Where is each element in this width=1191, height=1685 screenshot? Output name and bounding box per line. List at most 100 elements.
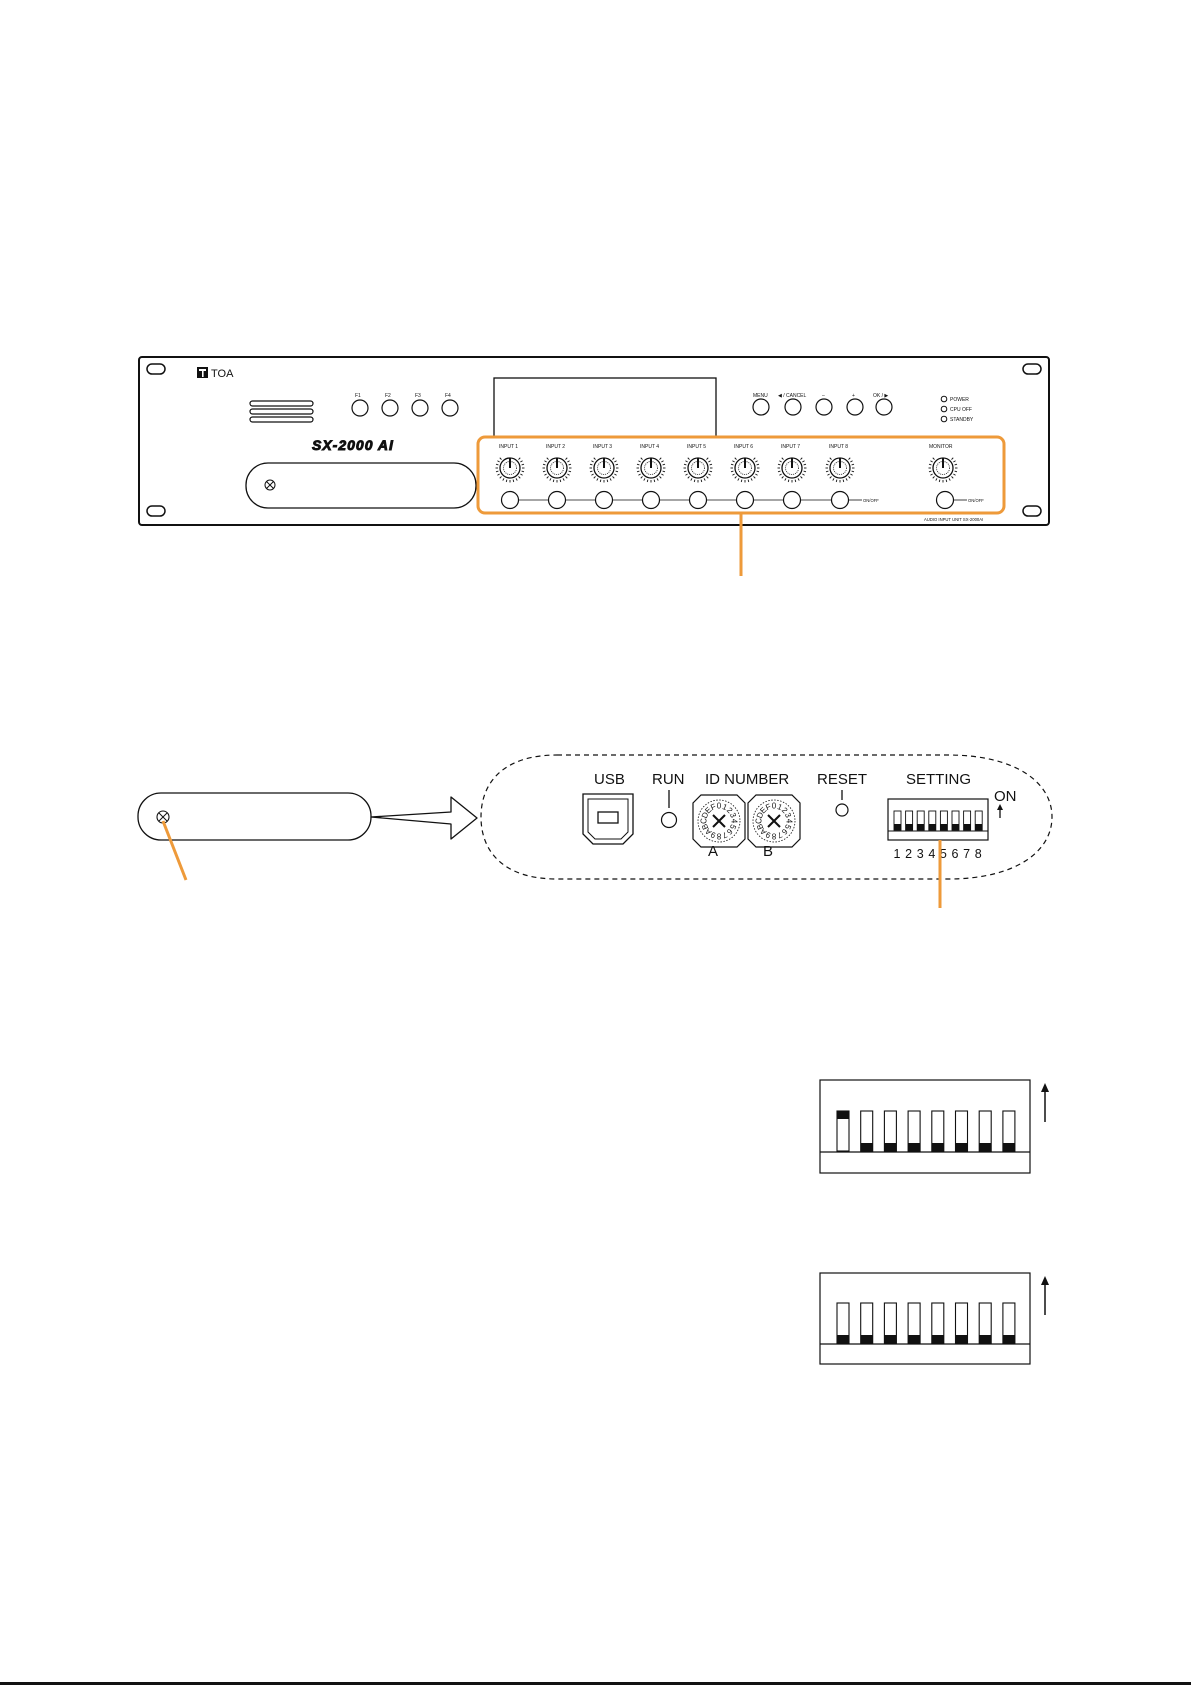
minus-key[interactable] (815, 398, 833, 416)
svg-text:F: F (709, 802, 717, 812)
monitor-onoff-button[interactable] (935, 490, 955, 510)
dip-example-1-body (819, 1079, 1031, 1174)
input-2-onoff-button[interactable] (547, 490, 567, 510)
input-6-volume-knob[interactable] (730, 457, 760, 483)
svg-text:9: 9 (764, 830, 772, 840)
id-number-label: ID NUMBER (705, 771, 789, 788)
svg-text:4: 4 (730, 819, 739, 824)
menu-key[interactable] (752, 398, 770, 416)
cpu-off-indicator-label: CPU OFF (950, 407, 972, 413)
switch-number-7: 7 (963, 847, 970, 861)
f4-key[interactable] (441, 399, 459, 417)
plus-key[interactable] (846, 398, 864, 416)
svg-text:A: A (703, 826, 714, 837)
switch-number-4: 4 (928, 847, 935, 861)
svg-text:2: 2 (780, 806, 790, 816)
svg-text:5: 5 (783, 823, 793, 831)
monitor-volume-knob[interactable] (928, 457, 958, 483)
on-label: ON (994, 788, 1017, 805)
svg-text:6: 6 (779, 827, 789, 837)
input-6-onoff-button[interactable] (735, 490, 755, 510)
svg-text:C: C (755, 818, 764, 824)
function-keys: F1 F2 F3 F4 (351, 393, 459, 417)
status-indicators: POWER CPU OFF STANDBY (940, 395, 974, 423)
input-7-onoff-button[interactable] (782, 490, 802, 510)
minus-label: – (822, 393, 825, 399)
lcd-display (493, 377, 717, 438)
ok-key[interactable] (875, 398, 893, 416)
svg-text:8: 8 (716, 832, 721, 841)
reset-button[interactable] (835, 803, 849, 817)
run-led (660, 811, 678, 829)
input-1-volume-knob[interactable] (495, 457, 525, 483)
svg-text:B: B (700, 823, 710, 831)
ok-label: OK / ▶ (873, 393, 888, 399)
switch-number-5: 5 (940, 847, 947, 861)
input-2-label: INPUT 2 (546, 444, 565, 450)
input-1-onoff-button[interactable] (500, 490, 520, 510)
cancel-label: ◀ / CANCEL (778, 393, 807, 399)
unit-label: AUDIO INPUT UNIT SX-2000AI (924, 517, 983, 522)
svg-text:7: 7 (720, 830, 728, 840)
usb-port (582, 793, 634, 845)
rack-holes (146, 363, 1042, 517)
input-6-label: INPUT 6 (734, 444, 753, 450)
input-3-volume-knob[interactable] (589, 457, 619, 483)
input-8-volume-knob[interactable] (825, 457, 855, 483)
f2-label: F2 (385, 393, 391, 399)
brand-label: TOA (211, 368, 234, 380)
input-4-volume-knob[interactable] (636, 457, 666, 483)
inputs-onoff-label: ON/OFF (863, 498, 879, 503)
input-8-onoff-button[interactable] (830, 490, 850, 510)
input-5-volume-knob[interactable] (683, 457, 713, 483)
svg-text:7: 7 (775, 830, 783, 840)
model-name: SX-2000 AI (312, 437, 394, 453)
screw-callout-line (161, 820, 188, 881)
dip-example-1-on-arrow-icon (1041, 1083, 1049, 1122)
svg-text:C: C (700, 818, 709, 824)
svg-text:A: A (758, 826, 769, 837)
dip-example-2-body (819, 1272, 1031, 1365)
zoom-arrow (370, 796, 478, 840)
f2-key[interactable] (381, 399, 399, 417)
setting-dip-switch (887, 798, 989, 841)
input-1-label: INPUT 1 (499, 444, 518, 450)
switch-number-2: 2 (905, 847, 912, 861)
svg-text:8: 8 (771, 832, 776, 841)
svg-text:E: E (703, 805, 713, 815)
input-4-onoff-button[interactable] (641, 490, 661, 510)
input-5-onoff-button[interactable] (688, 490, 708, 510)
input-7-label: INPUT 7 (781, 444, 800, 450)
on-arrow-icon (997, 804, 1003, 818)
input-7-volume-knob[interactable] (777, 457, 807, 483)
standby-indicator-label: STANDBY (950, 417, 974, 423)
switch-number-3: 3 (917, 847, 924, 861)
svg-text:D: D (755, 811, 766, 820)
svg-text:9: 9 (709, 830, 717, 840)
setting-label: SETTING (906, 771, 971, 788)
navigation-keys: MENU ◀ / CANCEL – + OK / ▶ (752, 393, 893, 416)
cover-screw-icon (264, 479, 276, 491)
enlarged-view-outline (480, 754, 1053, 880)
rotary-a-label: A (708, 843, 718, 860)
speaker-grille (249, 400, 314, 423)
rotary-b-label: B (763, 843, 773, 860)
reset-label: RESET (817, 771, 867, 788)
f1-key[interactable] (351, 399, 369, 417)
toa-logo (197, 367, 208, 378)
f3-key[interactable] (411, 399, 429, 417)
input-3-onoff-button[interactable] (594, 490, 614, 510)
cancel-key[interactable] (784, 398, 802, 416)
svg-text:1: 1 (776, 802, 784, 812)
menu-label: MENU (753, 393, 768, 399)
input-8-label: INPUT 8 (829, 444, 848, 450)
svg-text:0: 0 (772, 802, 777, 811)
switch-number-8: 8 (975, 847, 982, 861)
input-2-volume-knob[interactable] (542, 457, 572, 483)
